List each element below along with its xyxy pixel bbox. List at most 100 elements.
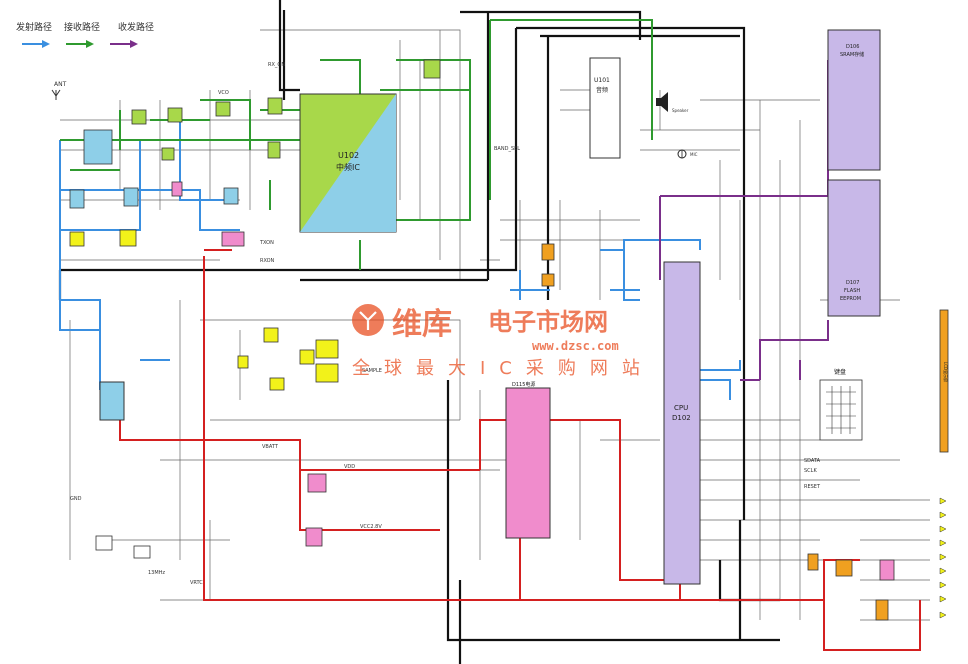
crystal-ic-1 bbox=[95, 535, 113, 551]
rx-filter-1 bbox=[131, 109, 147, 125]
yellow-block-6 bbox=[315, 363, 339, 383]
legend-receive-label: 接收路径 bbox=[64, 21, 100, 33]
bottom-right-components: SDATA SCLK RESET bbox=[804, 458, 895, 621]
orange-buzzer bbox=[875, 599, 889, 621]
label-vrtc: VRTC bbox=[190, 580, 203, 586]
label-sclk: SCLK bbox=[804, 468, 817, 474]
u101-designator: U101 bbox=[594, 77, 610, 84]
yellow-block-2 bbox=[237, 355, 249, 369]
tx-control-block bbox=[221, 231, 245, 247]
d115-label: D115电源 bbox=[512, 381, 535, 388]
label-rx-on: RX_ON bbox=[268, 62, 285, 68]
lcd-connector-label: LCD显示屏 bbox=[943, 362, 949, 382]
top-filter-block bbox=[423, 59, 441, 79]
speaker-icon bbox=[656, 92, 668, 112]
watermark-title: 电子市场网 bbox=[488, 308, 608, 336]
rf-switch bbox=[83, 129, 113, 165]
label-gnd: GND bbox=[70, 496, 82, 502]
pink-regulator-1 bbox=[307, 473, 327, 493]
orange-block-1 bbox=[541, 243, 555, 261]
legend-rxtx-label: 收发路径 bbox=[118, 21, 154, 33]
cpu-body bbox=[663, 261, 701, 585]
middle-components: SAMPLE VBATT VCC2.8V VDD bbox=[237, 243, 555, 547]
lcd-connector: LCD显示屏 bbox=[939, 309, 949, 453]
d106-body bbox=[827, 29, 881, 171]
d107-body bbox=[827, 179, 881, 317]
tx-pink-block bbox=[171, 181, 183, 197]
pa-regulator-1 bbox=[69, 231, 85, 247]
tx-vco-block bbox=[223, 187, 239, 205]
keypad-label: 键盘 bbox=[834, 368, 846, 376]
u101-audio-ic: U101 音频 Speaker MIC bbox=[589, 57, 698, 159]
left-lower-section: 13MHz VRTC GND bbox=[70, 381, 203, 586]
u102-designator: U102 bbox=[338, 151, 359, 160]
cpu-designator: CPU bbox=[674, 404, 688, 412]
watermark-logo-icon bbox=[352, 304, 384, 336]
orange-block-2 bbox=[541, 273, 555, 287]
label-sdata: SDATA bbox=[804, 458, 821, 464]
mic-label: MIC bbox=[690, 152, 698, 157]
d115-body bbox=[505, 387, 551, 539]
label-reset: RESET bbox=[804, 484, 821, 490]
watermark: 维库 电子市场网 www.dzsc.com 全球最大IC采购网站 bbox=[352, 304, 654, 379]
d107-designator: D107 bbox=[846, 280, 859, 286]
watermark-url: www.dzsc.com bbox=[532, 339, 619, 353]
label-xin: 13MHz bbox=[148, 570, 165, 576]
label-rxon: RXON bbox=[260, 258, 275, 264]
d106-designator: D106 bbox=[846, 44, 859, 50]
u101-function: 音频 bbox=[596, 86, 608, 94]
yellow-block-4 bbox=[299, 349, 315, 365]
d106-sram: D106 SRAM存储 bbox=[827, 29, 881, 171]
rx-lna-2 bbox=[267, 97, 283, 115]
u102-function: 中频IC bbox=[336, 162, 360, 172]
orange-vibrator-2 bbox=[835, 559, 853, 577]
label-vdd: VDD bbox=[344, 464, 355, 470]
rf-section: ANT TXON RXON VCO bbox=[51, 81, 283, 264]
pa-block-1 bbox=[69, 189, 85, 209]
watermark-slogan: 全球最大IC采购网站 bbox=[352, 358, 654, 379]
cpu-d102: CPU D102 bbox=[663, 261, 701, 585]
ant-label: ANT bbox=[54, 81, 67, 88]
led-column bbox=[939, 497, 947, 619]
u102-cyan-area bbox=[300, 94, 396, 232]
transmit-paths bbox=[59, 120, 741, 400]
antenna-icon bbox=[51, 89, 61, 100]
pink-regulator-2 bbox=[305, 527, 323, 547]
d107-flash: D107 FLASH EEPROM bbox=[827, 179, 881, 317]
pa-regulator-2 bbox=[119, 229, 137, 247]
z401-ic bbox=[99, 381, 125, 421]
label-vco: VCO bbox=[218, 90, 229, 96]
watermark-brand: 维库 bbox=[392, 307, 452, 342]
legend-transmit-label: 发射路径 bbox=[16, 21, 52, 33]
keypad-grid bbox=[826, 386, 856, 434]
rx-mixer-1 bbox=[161, 147, 175, 161]
yellow-block-3 bbox=[269, 377, 285, 391]
d115-power-ic: D115电源 bbox=[505, 381, 551, 539]
lcd-connector-body bbox=[939, 309, 949, 453]
d107-eeprom: EEPROM bbox=[840, 296, 861, 302]
yellow-block-1 bbox=[263, 327, 279, 343]
d106-function: SRAM存储 bbox=[840, 51, 864, 58]
speaker-label: Speaker bbox=[672, 108, 689, 113]
legend-receive-arrow bbox=[86, 40, 94, 48]
cpu-function: D102 bbox=[672, 414, 691, 422]
orange-vibrator bbox=[807, 553, 819, 571]
pink-buzzer-driver bbox=[879, 559, 895, 581]
bus-lines bbox=[58, 0, 780, 664]
label-txon: TXON bbox=[259, 240, 274, 246]
legend: 发射路径 接收路径 收发路径 bbox=[16, 21, 154, 48]
pa-block-2 bbox=[123, 187, 139, 207]
crystal-ic-2 bbox=[133, 545, 151, 559]
rx-mixer-2 bbox=[267, 141, 281, 159]
legend-transmit-arrow bbox=[42, 40, 50, 48]
rx-lna-1 bbox=[215, 101, 231, 117]
keypad: 键盘 bbox=[819, 368, 863, 441]
label-sample: SAMPLE bbox=[362, 368, 382, 374]
mic-icon bbox=[677, 149, 687, 159]
thin-wiring bbox=[60, 29, 930, 621]
label-v28: VCC2.8V bbox=[360, 524, 382, 530]
yellow-block-5 bbox=[315, 339, 339, 359]
rx-filter-2 bbox=[167, 107, 183, 123]
label-band-sel: BAND_SEL bbox=[494, 146, 520, 152]
